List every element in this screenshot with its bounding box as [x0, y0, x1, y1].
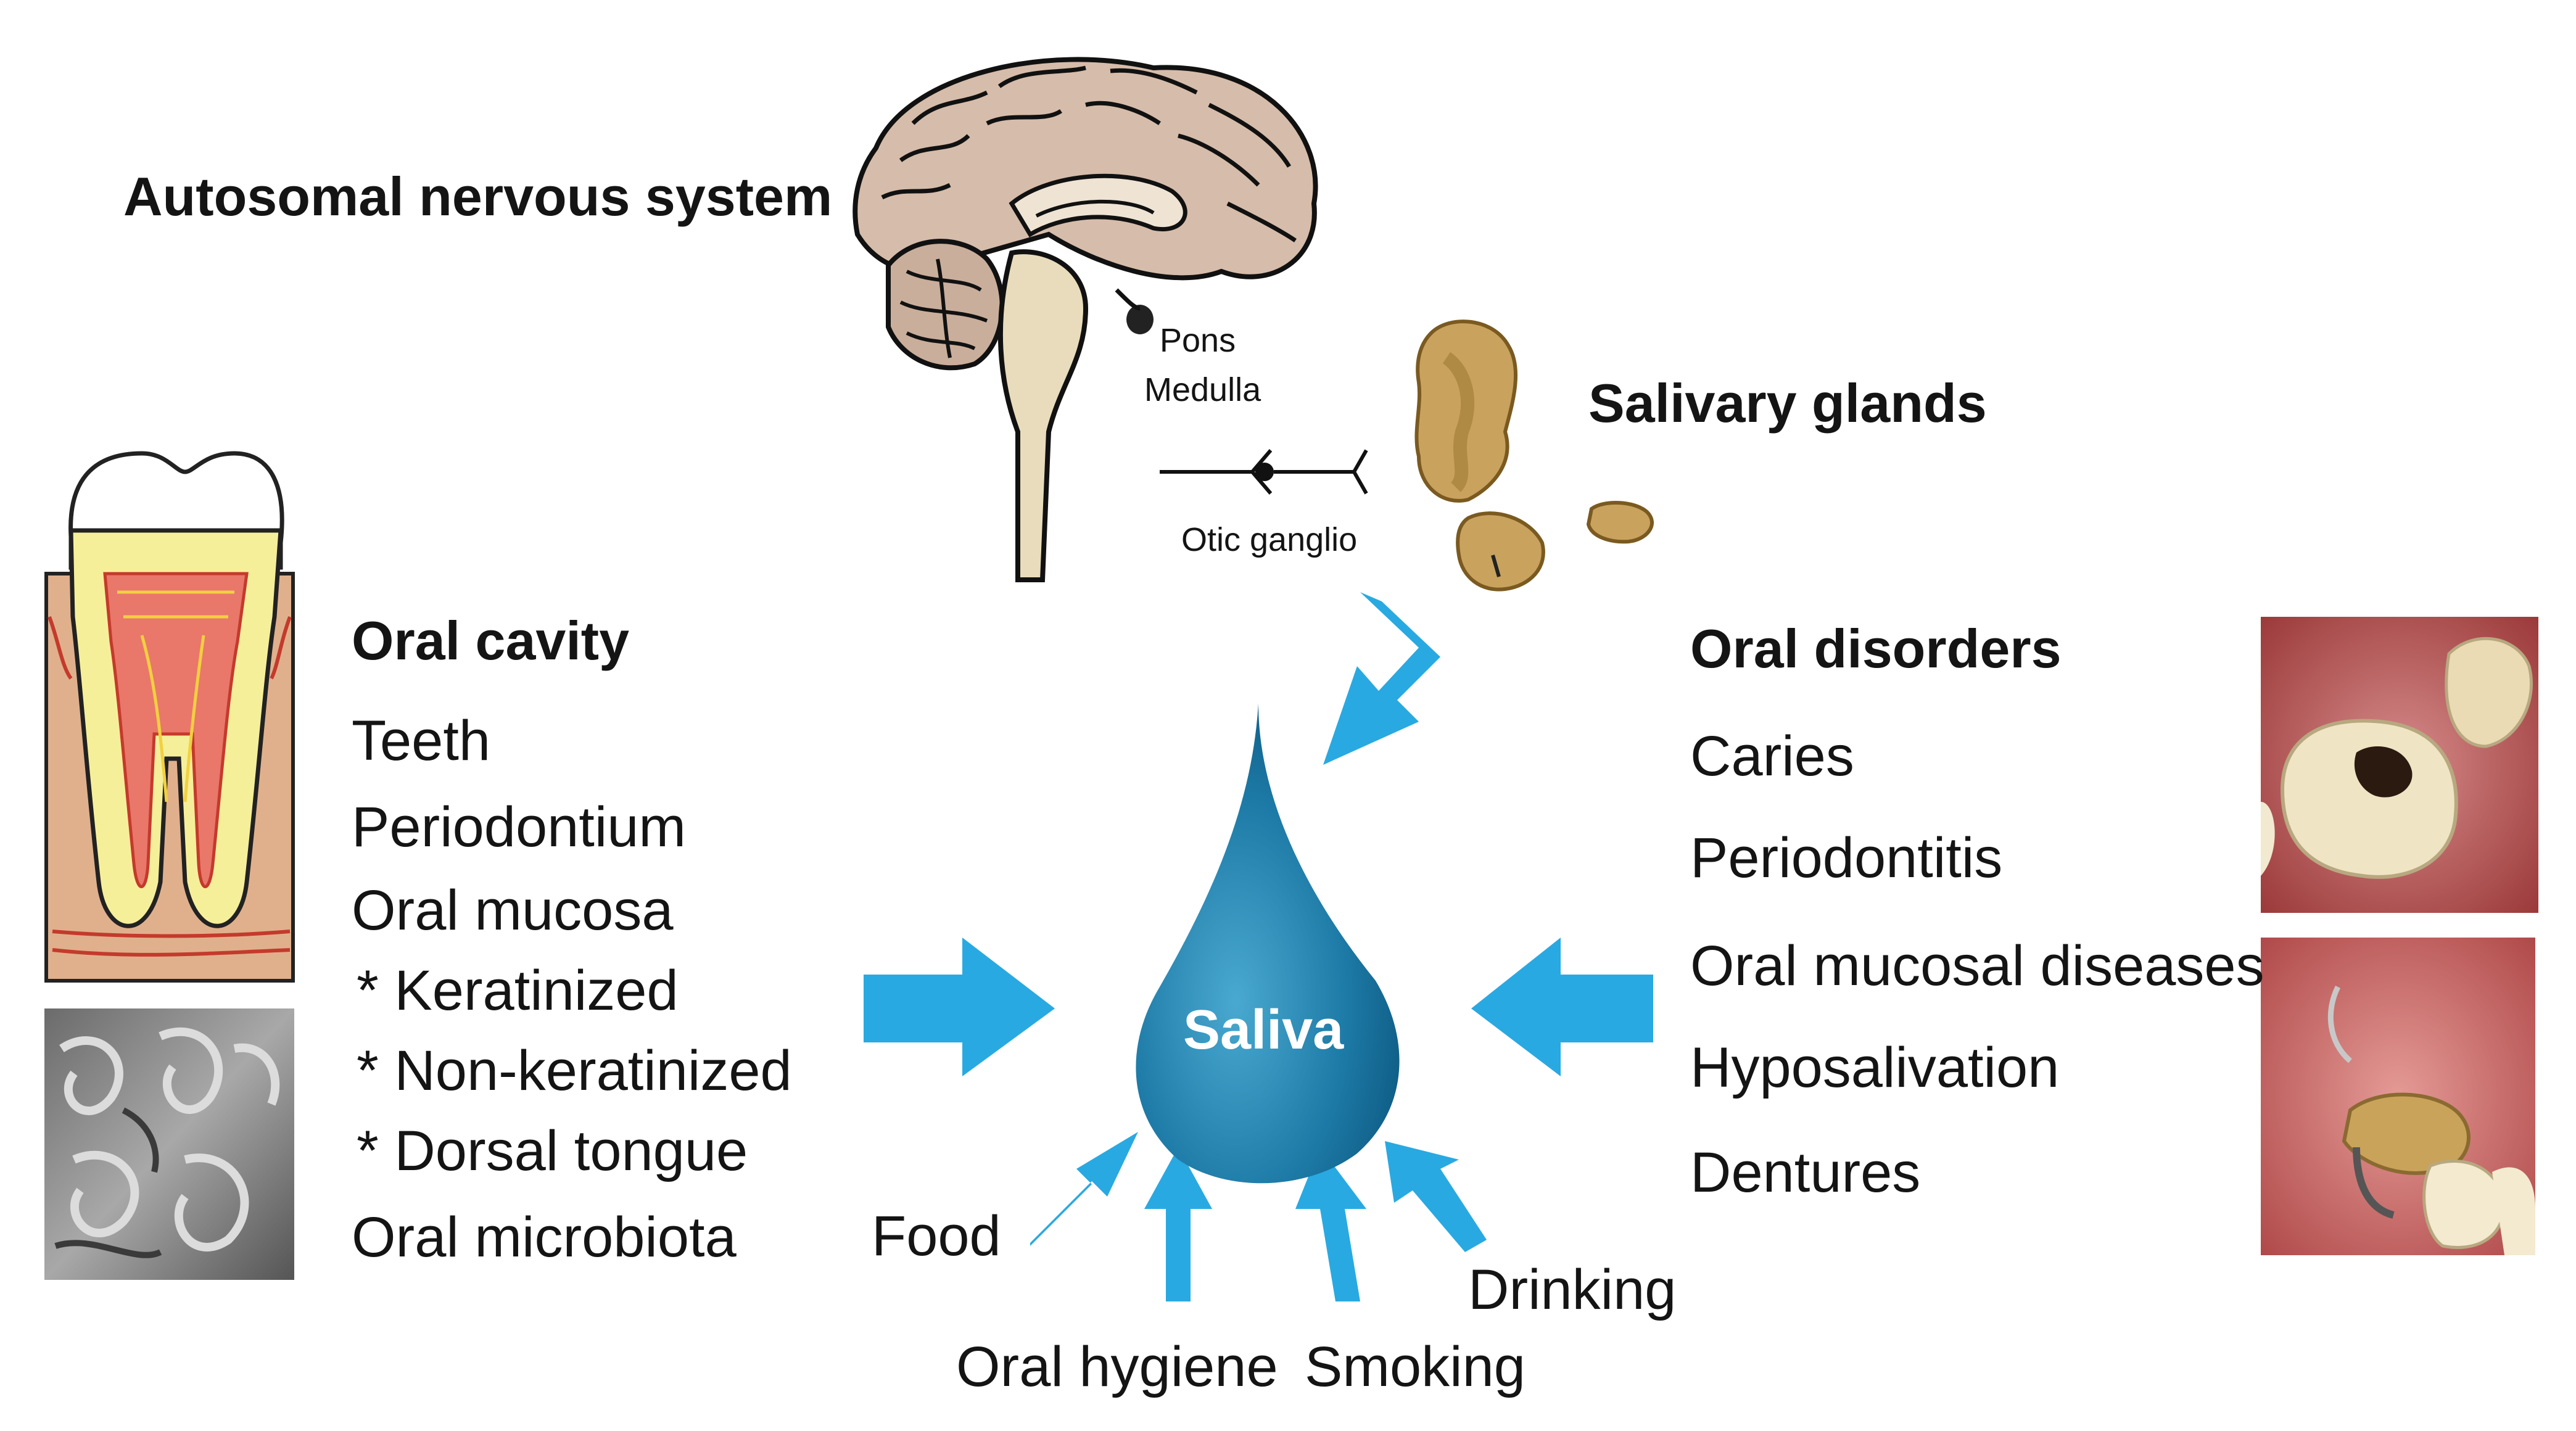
submandibular-gland	[1456, 511, 1545, 592]
oral-cavity-item: * Non-keratinized	[357, 1039, 792, 1102]
oral-disorder-item: Caries	[1690, 725, 1854, 788]
oral-disorder-item: Periodontitis	[1690, 827, 2003, 889]
pons-label: Pons	[1160, 322, 1236, 359]
brain-corpus-callosum	[1009, 173, 1187, 237]
factor-food: Food	[872, 1205, 1001, 1268]
pituitary	[1126, 305, 1154, 334]
saliva-drop	[1136, 703, 1400, 1184]
caries-photo	[2261, 617, 2538, 913]
tooth-illustration	[44, 451, 295, 983]
oral-cavity-item: Periodontium	[352, 796, 687, 859]
oral-disorders-title: Oral disorders	[1690, 618, 2062, 679]
factor-oral-hygiene: Oral hygiene	[956, 1335, 1278, 1398]
oral-cavity-item: Oral mucosa	[352, 879, 674, 942]
oral-cavity-item: Oral microbiota	[352, 1206, 737, 1269]
factor-drinking: Drinking	[1468, 1258, 1677, 1321]
salivary-glands-title: Salivary glands	[1588, 373, 1987, 434]
otic-ganglion-illustration	[1160, 449, 1368, 495]
arrow-disorders-to-saliva	[1471, 938, 1653, 1076]
brain-cerebrum	[852, 57, 1318, 281]
oral-disorder-item: Oral mucosal diseases	[1690, 934, 2264, 997]
salivary-glands-illustration	[1414, 320, 1654, 592]
oral-disorder-item: Hyposalivation	[1690, 1036, 2060, 1099]
arrow-oral-cavity-to-saliva	[864, 938, 1055, 1076]
oral-cavity-item: * Keratinized	[357, 959, 679, 1022]
brain-illustration	[852, 57, 1318, 582]
arrow-drinking	[1385, 1141, 1487, 1252]
arrow-food	[1030, 1132, 1138, 1246]
oral-cavity-title: Oral cavity	[352, 610, 630, 671]
factor-smoking: Smoking	[1305, 1335, 1525, 1398]
oral-disorder-item: Dentures	[1690, 1141, 1921, 1204]
arrows	[864, 592, 1653, 1301]
nervous-system-title: Autosomal nervous system	[123, 166, 833, 227]
mucosa-micrograph	[44, 1008, 294, 1280]
medulla-label: Medulla	[1144, 371, 1261, 408]
oral-cavity-item: Teeth	[352, 709, 491, 772]
arrow-oral-hygiene	[1144, 1147, 1212, 1301]
brainstem	[997, 249, 1089, 582]
oral-cavity-item: * Dorsal tongue	[357, 1120, 748, 1182]
mucosal-disease-photo	[2261, 938, 2535, 1255]
saliva-label: Saliva	[1183, 999, 1344, 1061]
sublingual-gland	[1586, 500, 1654, 544]
arrow-glands-to-saliva	[1323, 592, 1440, 765]
arrow-smoking	[1295, 1147, 1366, 1301]
otic-ganglion-label: Otic ganglio	[1181, 521, 1358, 558]
